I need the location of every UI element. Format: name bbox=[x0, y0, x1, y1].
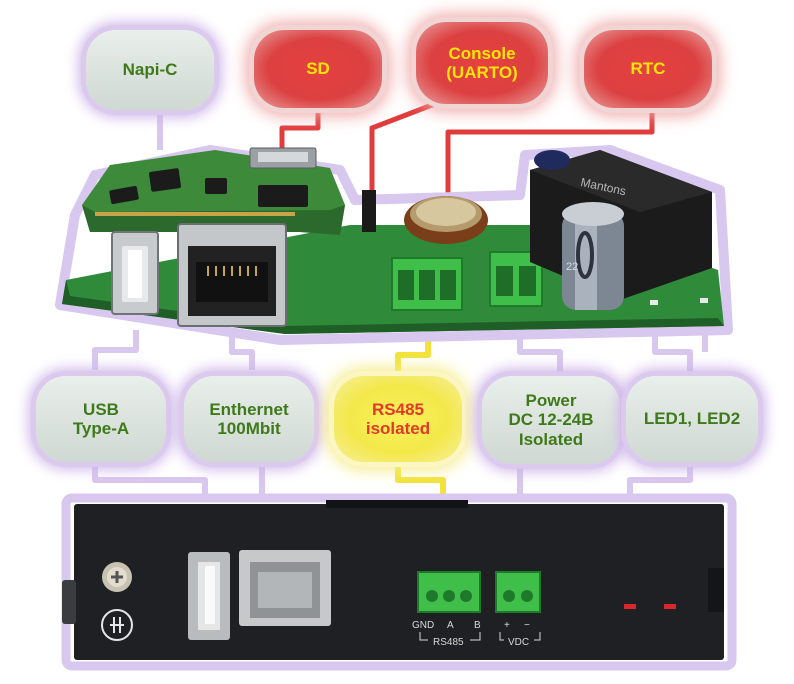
line-usb-down bbox=[92, 462, 208, 500]
capacitor-label: 22 bbox=[566, 261, 578, 273]
yellow-lines bbox=[395, 338, 446, 500]
label-napi-c: Napi-C bbox=[86, 30, 214, 110]
rs485-terminal-board bbox=[391, 257, 463, 311]
line-rs485 bbox=[395, 338, 431, 375]
panel-led-1 bbox=[624, 604, 636, 609]
napi-c-chips bbox=[109, 168, 308, 207]
label-power: Power DC 12-24B Isolated bbox=[482, 376, 620, 464]
label-rtc: RTC bbox=[584, 30, 712, 108]
label-vdc: VDC bbox=[508, 637, 529, 648]
label-plus: + bbox=[504, 620, 510, 631]
capacitor-large bbox=[562, 202, 624, 310]
console-header bbox=[362, 190, 376, 232]
label-rs485: RS485 isolated bbox=[334, 376, 462, 462]
label-led: LED1, LED2 bbox=[626, 376, 758, 462]
capacitor-top bbox=[534, 150, 570, 170]
line-rtc bbox=[445, 95, 655, 200]
panel-rs485-terminal bbox=[417, 571, 481, 613]
label-gnd: GND bbox=[412, 620, 434, 631]
label-minus: − bbox=[524, 620, 530, 631]
line-ethernet bbox=[229, 330, 255, 370]
line-sd bbox=[279, 105, 321, 152]
label-usb: USB Type-A bbox=[36, 376, 166, 462]
label-ethernet: Enthernet 100Mbit bbox=[184, 376, 314, 462]
label-rs485: RS485 bbox=[433, 637, 464, 648]
enclosure-panel: GND A B + − RS485 VDC bbox=[61, 493, 737, 671]
panel-led-2 bbox=[664, 604, 676, 609]
panel-power-terminal bbox=[495, 571, 541, 613]
line-usb bbox=[92, 330, 139, 370]
label-sd: SD bbox=[254, 30, 382, 108]
label-a: A bbox=[447, 620, 454, 631]
board-led-1 bbox=[650, 300, 658, 305]
line-power bbox=[517, 330, 563, 372]
line-console bbox=[369, 90, 448, 190]
ground-icon bbox=[101, 609, 133, 641]
line-led-down bbox=[627, 465, 693, 500]
line-rs485-down bbox=[395, 460, 446, 500]
label-console: Console (UARTO) bbox=[416, 22, 548, 104]
label-b: B bbox=[474, 620, 481, 631]
board-led-2 bbox=[700, 298, 708, 303]
pcb-board: Mantons 22 bbox=[55, 145, 733, 345]
